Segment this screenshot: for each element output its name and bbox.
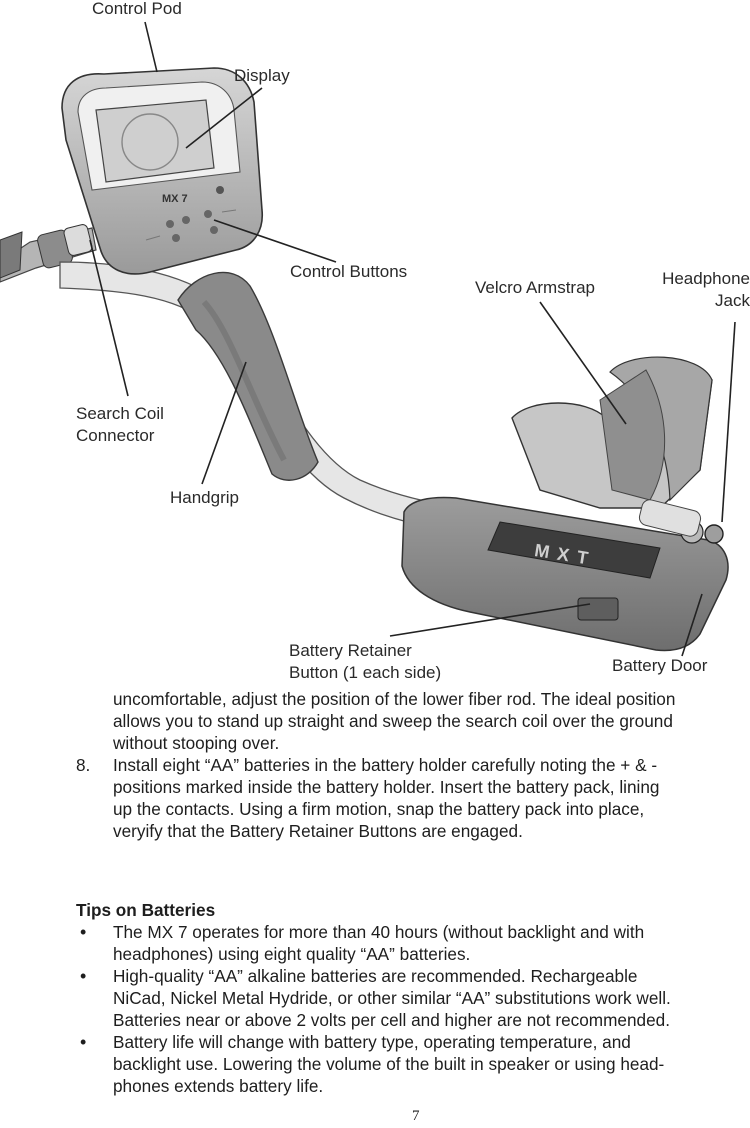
text-line: up the contacts. Using a firm motion, sn… (113, 799, 645, 819)
pod-model-label: MX 7 (162, 193, 188, 205)
armrest-cup (511, 356, 713, 509)
callout-search-coil-connector: Search Coil Connector (76, 403, 164, 447)
text-line: High-quality “AA” alkaline batteries are… (113, 966, 638, 986)
callout-velcro-armstrap: Velcro Armstrap (475, 278, 595, 297)
text-line: headphones) using eight quality “AA” bat… (113, 944, 471, 964)
callout-battery-retainer: Battery Retainer Button (1 each side) (289, 640, 441, 684)
text-line: phones extends battery life. (113, 1076, 324, 1096)
callout-search-coil-line2: Connector (76, 426, 155, 445)
text-line: Install eight “AA” batteries in the batt… (113, 755, 658, 775)
page-number: 7 (412, 1108, 420, 1124)
callout-battery-door: Battery Door (612, 656, 708, 675)
step-8-paragraph: Install eight “AA” batteries in the batt… (113, 754, 750, 842)
text-line: positions marked inside the battery hold… (113, 777, 660, 797)
control-buttons (145, 209, 237, 242)
upper-shaft (0, 224, 97, 283)
text-line: without stooping over. (113, 733, 280, 753)
control-pod: MX 7 (61, 67, 263, 275)
continued-paragraph: uncomfortable, adjust the position of th… (113, 688, 750, 754)
headphone-jack (704, 524, 724, 544)
callout-control-pod: Control Pod (92, 0, 182, 18)
battery-housing: MXT (401, 496, 729, 652)
step-number: 8. (76, 755, 91, 775)
text-line: Battery life will change with battery ty… (113, 1032, 631, 1052)
text-line: veryify that the Battery Retainer Button… (113, 821, 523, 841)
callout-battery-retainer-line2: Button (1 each side) (289, 663, 442, 682)
bullet-glyph: • (80, 922, 87, 942)
callout-display: Display (234, 66, 290, 85)
callout-headphone-jack-line2: Jack (715, 291, 750, 310)
text-line: uncomfortable, adjust the position of th… (113, 689, 676, 709)
callout-headphone-jack-line1: Headphone (662, 269, 750, 288)
bullet-3: Battery life will change with battery ty… (113, 1031, 750, 1097)
callout-search-coil-line1: Search Coil (76, 404, 164, 423)
text-line: Batteries near or above 2 volts per cell… (113, 1010, 670, 1030)
callout-control-buttons: Control Buttons (290, 262, 408, 281)
text-line: backlight use. Lowering the volume of th… (113, 1054, 665, 1074)
leader-lines (89, 21, 736, 657)
bullet-2: High-quality “AA” alkaline batteries are… (113, 965, 750, 1031)
callout-handgrip: Handgrip (170, 488, 239, 507)
bullet-1: The MX 7 operates for more than 40 hours… (113, 921, 750, 965)
tips-heading: Tips on Batteries (76, 900, 216, 920)
text-line: NiCad, Nickel Metal Hydride, or other si… (113, 988, 671, 1008)
battery-retainer-button (577, 597, 619, 621)
bullet-glyph: • (80, 1032, 87, 1052)
handgrip-foam (177, 271, 319, 481)
callout-battery-retainer-line1: Battery Retainer (289, 641, 412, 660)
text-line: The MX 7 operates for more than 40 hours… (113, 922, 645, 942)
bullet-glyph: • (80, 966, 87, 986)
text-line: allows you to stand up straight and swee… (113, 711, 673, 731)
callout-headphone-jack: Headphone Jack (640, 268, 750, 312)
metal-detector-illustration: MX 7 MXT (0, 21, 736, 657)
display-screen (95, 99, 215, 183)
